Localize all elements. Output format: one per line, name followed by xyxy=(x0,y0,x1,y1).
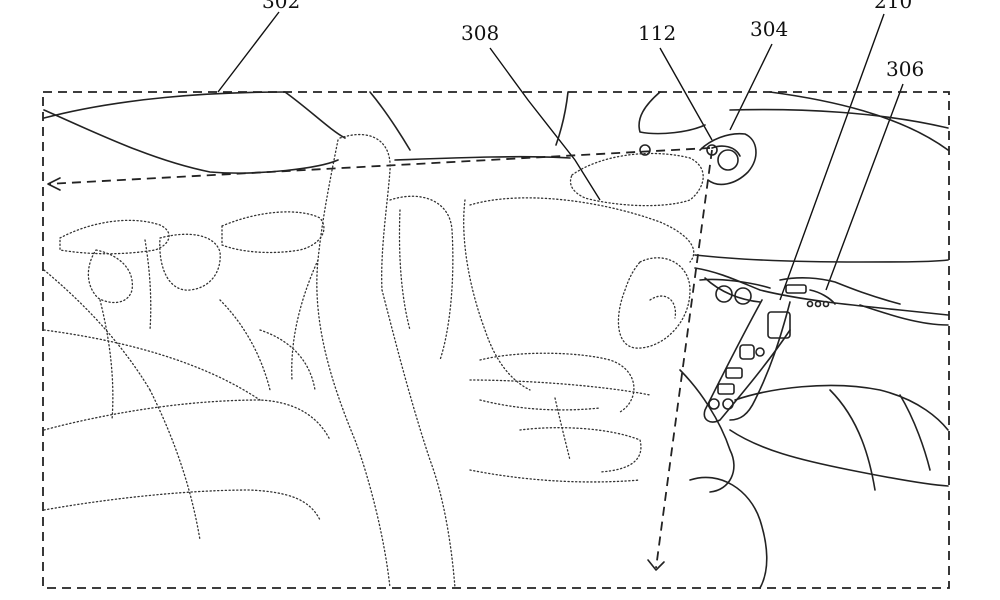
front-seat-dotted xyxy=(390,196,650,482)
leader-210 xyxy=(780,14,884,300)
label-308: 308 xyxy=(461,21,499,45)
frame-boundary xyxy=(43,92,949,588)
center-pillar-dotted xyxy=(292,135,455,588)
leader-304 xyxy=(730,44,772,130)
leader-308 xyxy=(490,48,600,200)
roof-headliner xyxy=(44,92,948,173)
field-of-view-arrows xyxy=(48,148,712,570)
label-304: 304 xyxy=(750,17,788,41)
occupant-figure-dotted xyxy=(464,153,703,390)
label-210: 210 xyxy=(874,0,912,13)
label-302: 302 xyxy=(262,0,300,13)
rear-seats-dotted xyxy=(44,212,330,540)
lower-console-and-seat xyxy=(680,370,948,588)
camera-module xyxy=(640,134,756,185)
leader-302 xyxy=(218,12,279,92)
label-306: 306 xyxy=(886,57,924,81)
label-112: 112 xyxy=(638,21,676,45)
dashboard-console xyxy=(695,255,948,422)
